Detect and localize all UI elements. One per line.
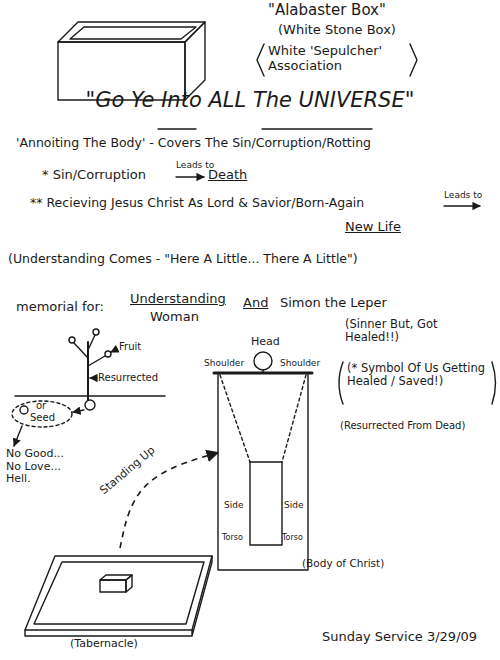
part-label: Torso [222,533,243,542]
part-label: Head [251,336,280,349]
angle-bracket [257,44,417,76]
tabernacle-figure: (Tabernacle) [20,548,220,655]
seed-tree-drawing [12,329,165,446]
note-text: ** Recieving Jesus Christ As Lord & Savi… [30,196,364,210]
seed-tree-drawing-part [14,426,22,446]
note-text: Seed [30,412,55,424]
note-text: No Good... No Love... Hell. [6,448,76,486]
underline [158,128,372,129]
ark-box [126,575,132,592]
seed-tree-drawing-part [88,356,105,366]
note-text: Resurrected [98,372,158,384]
part-label: Shoulder [280,358,320,368]
note-text: "Alabaster Box" [268,2,386,19]
ark-box [100,580,126,592]
note-text: (Understanding Comes - "Here A Little...… [8,252,358,266]
part-label: Side [224,500,243,510]
part-label: (Tabernacle) [70,638,138,651]
seed-tree-drawing-part [88,335,95,350]
note-text: White 'Sepulcher' Association [268,44,418,74]
torso-outline [250,462,282,545]
bracket-part [492,362,496,404]
note-text: or [36,400,46,412]
seed-tree-drawing-part [12,401,72,427]
body-figure: HeadShoulderShoulderSideSideTorsoTorso(B… [218,335,308,570]
tabernacle-wall [34,562,204,624]
note-text: Understanding [130,292,226,307]
bracket [339,362,496,404]
alabaster-box-drawing-part [58,22,205,42]
note-text: Leads to [444,190,482,200]
seed-tree-drawing-part [73,410,84,412]
note-text: Death [208,168,247,183]
seed-tree-drawing-part [93,329,99,335]
note-text: And [243,296,268,311]
seed-tree-drawing-part [87,342,89,400]
leads-to-arrow-part [444,205,480,206]
part-label: Torso [282,533,303,542]
seed-tree-drawing-part [20,406,28,414]
title-heading: "Go Ye Into ALL The UNIVERSE" [10,88,490,112]
seed-tree-drawing-part [90,377,97,378]
note-text: Simon the Leper [280,296,387,311]
leads-to-arrow-part [176,176,204,177]
note-text: (Sinner But, Got Healed!!) [345,318,475,344]
part-label: Shoulder [204,358,244,368]
connector-label: Standing Up [98,444,158,497]
seed-tree-drawing-part [74,343,88,358]
note-text: New Life [345,220,401,235]
seed-tree-drawing-part [105,351,111,357]
alabaster-box-drawing-part [70,27,196,39]
note-text: * Sin/Corruption [42,168,146,183]
note-text: Woman [150,310,199,325]
angle-bracket-part [410,44,417,76]
note-text: Sunday Service 3/29/09 [322,630,477,645]
seed-tree-drawing-part [15,395,165,396]
seed-tree-drawing-part [85,400,95,410]
note-text: (White Stone Box) [278,23,396,38]
note-text: Fruit [119,341,141,353]
body-outline [218,373,308,570]
note-text: 'Annoiting The Body' - Covers The Sin/Co… [16,136,371,150]
body-outline-line [220,375,250,462]
note-text: (Resurrected From Dead) [340,420,465,432]
head-circle [254,352,272,370]
underline-part [262,128,372,129]
note-text: (* Symbol Of Us Getting Healed / Saved!) [347,362,492,388]
underline-part [158,128,196,129]
tabernacle-wall [25,556,212,636]
part-label: (Body of Christ) [302,557,384,569]
bracket-part [339,362,343,404]
seed-tree-drawing-part [111,349,117,352]
seed-tree-drawing-part [69,337,75,343]
angle-bracket-part [257,44,264,76]
body-outline-line [282,375,306,462]
tabernacle-wall [25,556,212,630]
part-label: Side [284,500,303,510]
note-text: memorial for: [16,300,104,315]
